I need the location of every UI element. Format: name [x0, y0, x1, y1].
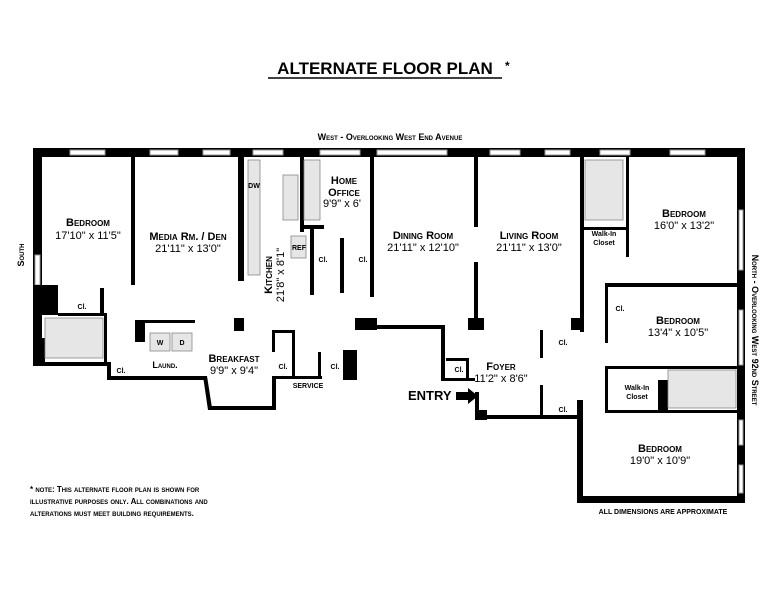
closet-label: Cl.	[559, 340, 568, 347]
closet-label: Cl.	[559, 407, 568, 414]
note-line-3: alterations must meet building requireme…	[30, 509, 194, 518]
walls	[33, 148, 745, 503]
closet-label: Cl.	[359, 257, 368, 264]
bedroom-nw-name: Bedroom	[662, 208, 706, 220]
media-room-name: Media Rm. / Den	[149, 231, 226, 243]
kitchen-name: Kitchen	[263, 256, 275, 294]
dimensions-disclaimer: ALL DIMENSIONS ARE APPROXIMATE	[599, 509, 728, 516]
media-room-dim: 21'11" x 13'0"	[155, 243, 221, 255]
closet-label: Cl.	[455, 367, 464, 374]
dining-room-name: Dining Room	[393, 230, 454, 242]
bedroom-sw-name: Bedroom	[66, 217, 110, 229]
bedroom-ne-name: Bedroom	[638, 443, 682, 455]
living-room-name: Living Room	[500, 230, 559, 242]
walkin-closet-2: Walk-In	[625, 385, 650, 392]
dishwasher-label: DW	[248, 183, 260, 190]
kitchen-dim: 21'8" x 8'1"	[275, 248, 287, 302]
living-room-dim: 21'11" x 13'0"	[496, 242, 562, 254]
bedroom-nw-dim: 16'0" x 13'2"	[654, 220, 714, 232]
fixtures	[44, 159, 737, 409]
walkin-closet-2b: Closet	[626, 394, 648, 401]
walkin-closet-1b: Closet	[593, 240, 615, 247]
closet-label: Cl.	[78, 304, 87, 311]
bedroom-ne-dim: 19'0" x 10'9"	[630, 455, 690, 467]
closet-label: Cl.	[319, 257, 328, 264]
plan-title: ALTERNATE FLOOR PLAN	[277, 59, 493, 78]
title-asterisk: *	[505, 59, 510, 73]
closet-label: Cl.	[117, 368, 126, 375]
home-office-name: Home	[331, 175, 358, 187]
note-line-1: * note: This alternate floor plan is sho…	[30, 485, 200, 494]
foyer-dim: 11'2" x 8'6"	[474, 373, 527, 385]
entry-label: ENTRY	[408, 388, 452, 403]
service-label: SERVICE	[293, 383, 324, 390]
dining-room-dim: 21'11" x 12'10"	[387, 242, 459, 254]
closet-label: Cl.	[279, 364, 288, 371]
bedroom-mid-dim: 13'4" x 10'5"	[648, 327, 708, 339]
exposure-north: North - Overlooking West 92nd Street	[750, 255, 760, 406]
exposure-west: West - Overlooking West End Avenue	[318, 132, 463, 142]
washer-label: W	[157, 340, 164, 347]
home-office-dim: 9'9" x 6'	[323, 198, 361, 210]
closet-label: Cl.	[331, 364, 340, 371]
entry-arrow-icon	[456, 388, 478, 404]
dryer-label: D	[179, 340, 184, 347]
refrigerator-label: REF	[292, 245, 307, 252]
closets: Cl. Cl. Cl. Cl. Cl. Cl. Cl. Cl. Cl. Cl.	[78, 257, 625, 414]
breakfast-name: Breakfast	[208, 353, 259, 365]
exposure-south: South	[16, 243, 26, 266]
closet-label: Cl.	[616, 306, 625, 313]
bedroom-mid-name: Bedroom	[656, 315, 700, 327]
home-office-name-2: Office	[328, 187, 360, 199]
laundry-label: Laund.	[152, 360, 177, 370]
foyer-name: Foyer	[486, 361, 516, 373]
breakfast-dim: 9'9" x 9'4"	[210, 365, 258, 377]
bedroom-sw-dim: 17'10" x 11'5"	[55, 230, 121, 242]
note-line-2: illustrative purposes only. All combinat…	[30, 497, 208, 506]
walkin-closet-1: Walk-In	[592, 231, 617, 238]
